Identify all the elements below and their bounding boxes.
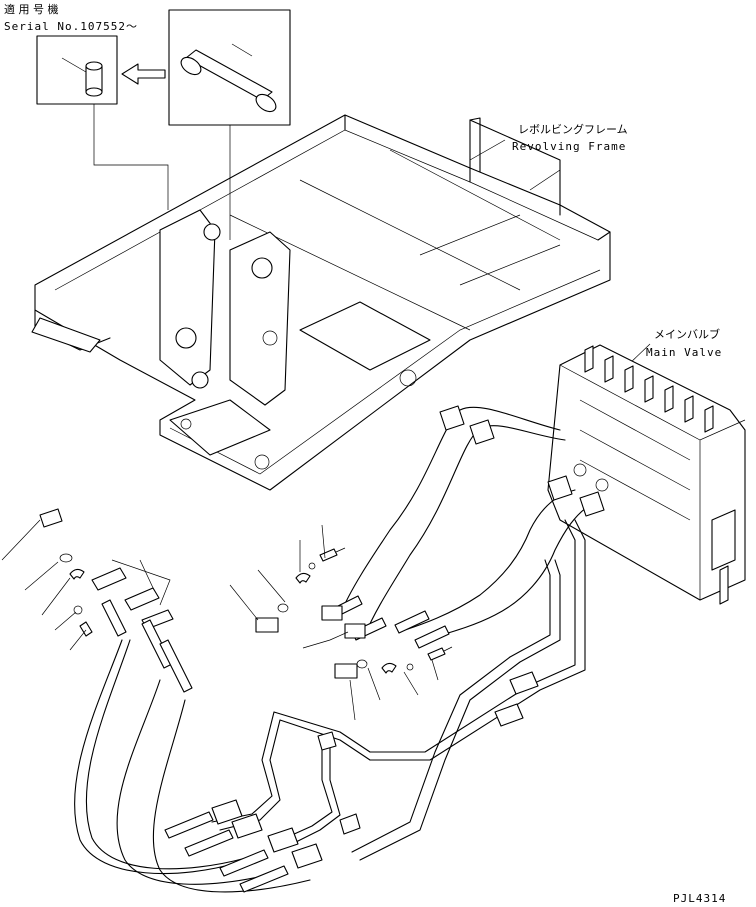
flange-hardware-centre: [229, 524, 453, 721]
arrow-icon: [121, 63, 166, 85]
applicability-title: 適 用 号 機: [4, 2, 59, 16]
frame-leader: [469, 139, 506, 161]
revolving-frame-label-en: Revolving Frame: [512, 140, 626, 153]
bushing-leader: [93, 104, 169, 210]
revolving-frame-label-jp: レボルビングフレーム: [518, 122, 628, 136]
left-hoses: [74, 639, 311, 893]
main-valve-label-en: Main Valve: [646, 346, 722, 359]
main-valve: [547, 344, 746, 605]
bushing-inset: [36, 35, 118, 105]
valve-hoses: [329, 405, 605, 649]
revolving-frame: [31, 114, 611, 491]
steel-tubes: [164, 519, 586, 893]
flange-hardware-left: [1, 508, 193, 693]
pin-inset: [168, 9, 291, 126]
drawing-code: PJL4314: [673, 892, 726, 905]
main-valve-label-jp: メインバルブ: [654, 327, 720, 341]
serial-number-label: Serial No.107552～: [4, 20, 138, 33]
